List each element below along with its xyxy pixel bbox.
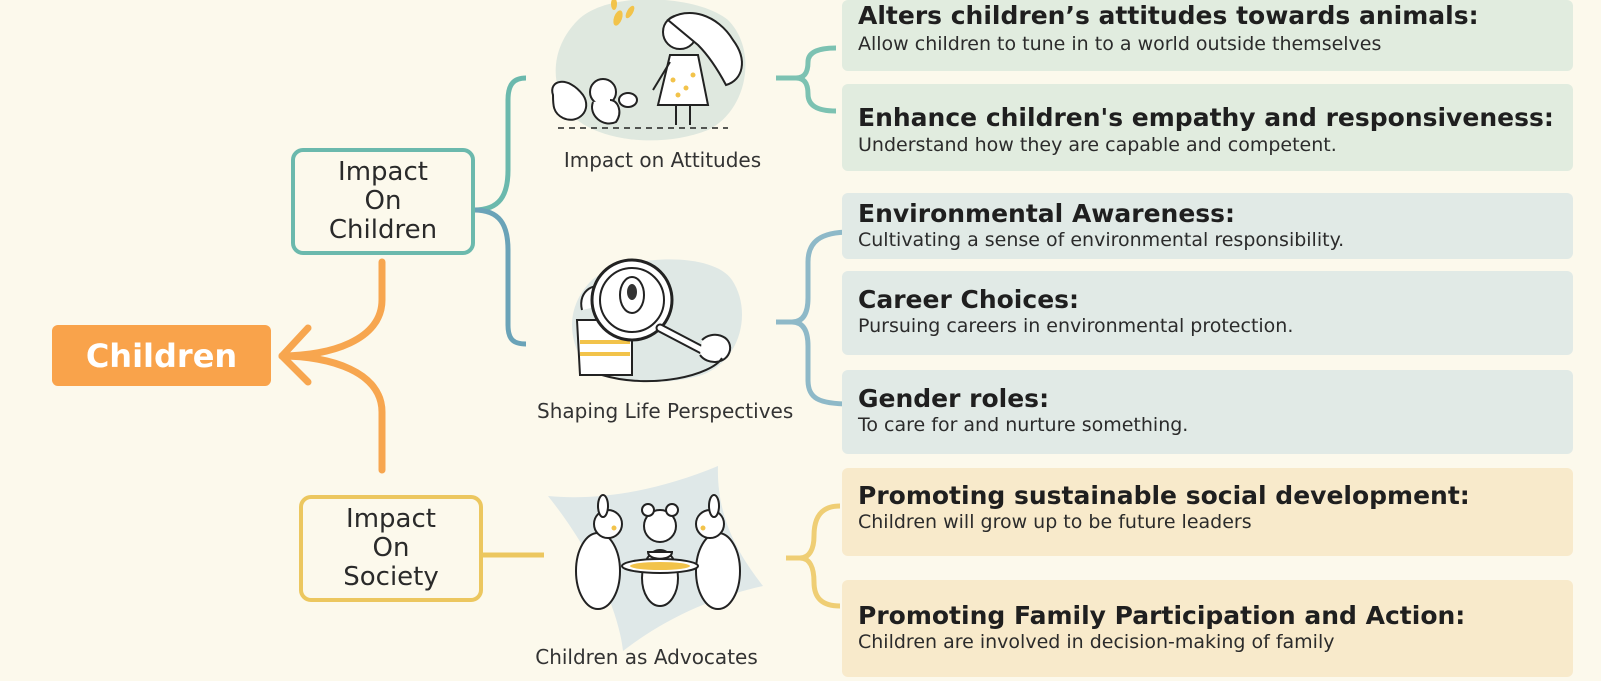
branch-line: On: [372, 533, 410, 563]
branch-line: Impact: [338, 157, 428, 187]
branch-line: Children: [328, 215, 438, 245]
attitudes-bracket: [776, 45, 837, 114]
animals-picnic-illustration: [548, 466, 763, 651]
info-card: Enhance children's empathy and responsiv…: [842, 84, 1573, 171]
root-node: Children: [52, 325, 271, 386]
card-description: Children are involved in decision-making…: [858, 631, 1335, 653]
card-description: Cultivating a sense of environmental res…: [858, 229, 1345, 251]
branch-line: Impact: [346, 504, 436, 534]
children-bracket-lower: [473, 207, 527, 347]
girl-squirrel-illustration: [551, 0, 746, 141]
caption-perspectives: Shaping Life Perspectives: [537, 399, 794, 423]
children-bracket-upper: [473, 75, 527, 213]
magnifier-child-illustration: [572, 258, 742, 383]
card-description: Children will grow up to be future leade…: [858, 511, 1252, 533]
card-title: Promoting sustainable social development…: [858, 481, 1470, 510]
info-card: Career Choices: Pursuing careers in envi…: [842, 271, 1573, 355]
caption-attitudes: Impact on Attitudes: [563, 148, 762, 172]
card-title: Alters children’s attitudes towards anim…: [858, 1, 1479, 30]
impact-on-society-node: Impact On Society: [299, 495, 483, 602]
arrow-head: [278, 324, 312, 386]
info-card: Promoting Family Participation and Actio…: [842, 580, 1573, 677]
card-title: Career Choices:: [858, 285, 1080, 314]
info-card: Gender roles: To care for and nurture so…: [842, 370, 1573, 454]
card-description: Allow children to tune in to a world out…: [858, 33, 1382, 55]
info-card: Environmental Awareness: Cultivating a s…: [842, 193, 1573, 259]
card-title: Promoting Family Participation and Actio…: [858, 601, 1466, 630]
card-description: Understand how they are capable and comp…: [858, 134, 1337, 156]
card-description: To care for and nurture something.: [858, 414, 1189, 436]
perspectives-bracket: [776, 229, 851, 407]
advocates-bracket: [786, 503, 841, 609]
branch-line: Society: [343, 562, 439, 592]
branch-line: On: [364, 186, 402, 216]
caption-advocates: Children as Advocates: [535, 645, 758, 669]
card-title: Environmental Awareness:: [858, 199, 1236, 228]
info-card: Promoting sustainable social development…: [842, 468, 1573, 556]
impact-on-children-node: Impact On Children: [291, 148, 475, 255]
root-connector-lower: [278, 352, 386, 474]
card-title: Gender roles:: [858, 384, 1050, 413]
info-card: Alters children’s attitudes towards anim…: [842, 0, 1573, 71]
card-title: Enhance children's empathy and responsiv…: [858, 103, 1554, 132]
card-description: Pursuing careers in environmental protec…: [858, 315, 1294, 337]
